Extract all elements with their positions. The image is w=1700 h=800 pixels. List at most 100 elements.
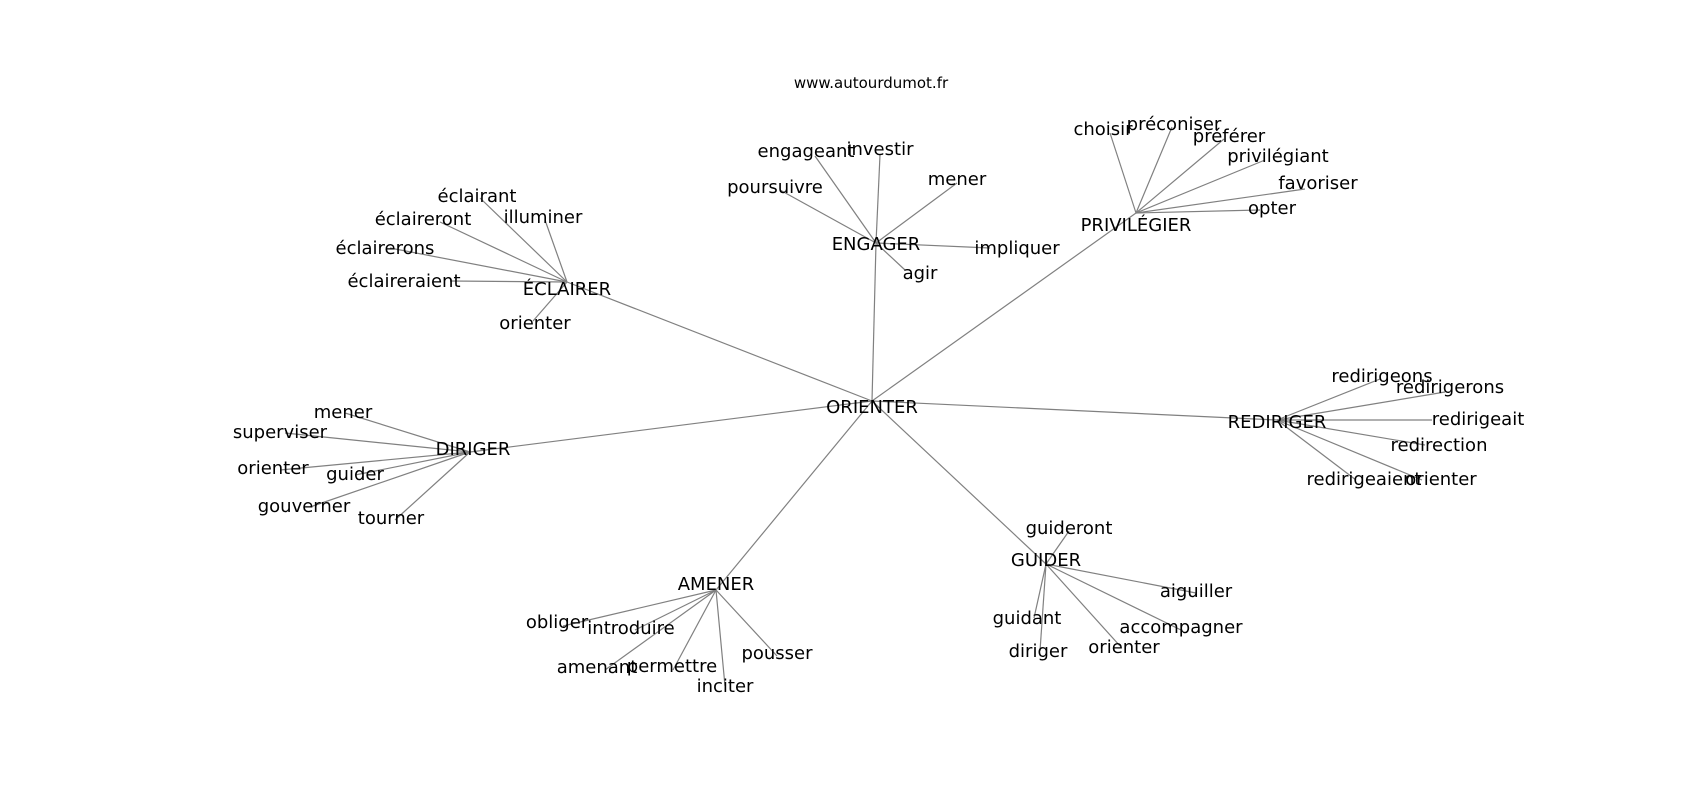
hub-leaf-edge (715, 589, 778, 657)
leaf-node-label: guideront (1026, 518, 1113, 539)
leaf-node-label: redirigeait (1432, 409, 1525, 430)
hub-leaf-edge (814, 155, 877, 244)
leaf-node-label: guider (326, 464, 384, 485)
leaf-node-label: aiguiller (1160, 581, 1233, 602)
leaf-node-label: orienter (1405, 469, 1477, 490)
hub-leaf-edge (344, 412, 471, 453)
center-hub-edge (469, 400, 873, 453)
hub-leaf-edge (715, 589, 726, 687)
hub-leaf-edge (544, 219, 568, 283)
hub-leaf-edge (1135, 138, 1225, 214)
leaf-node-label: orienter (237, 458, 309, 479)
leaf-node-label: introduire (587, 618, 674, 639)
hub-leaf-edge (875, 154, 881, 244)
hub-leaf-edge (875, 242, 906, 271)
leaf-node-label: investir (847, 139, 915, 160)
hub-leaf-edge (354, 451, 471, 476)
hub-leaf-edge (394, 451, 471, 521)
hub-leaf-edge (389, 247, 568, 283)
hub-leaf-edge (1135, 159, 1266, 214)
leaf-node-label: poursuivre (727, 177, 823, 198)
leaf-node-label: opter (1248, 198, 1297, 219)
leaf-node-label: choisir (1073, 119, 1133, 140)
hub-leaf-edge (875, 182, 958, 244)
watermark: www.autourdumot.fr (794, 74, 949, 92)
hub-leaf-edge (1276, 391, 1446, 421)
leaf-node-label: éclaireront (375, 209, 472, 230)
hub-node-label: AMENER (678, 574, 755, 595)
hub-leaf-edge (1135, 188, 1306, 214)
leaf-node-label: inciter (697, 676, 754, 697)
hub-leaf-edge (1039, 563, 1047, 652)
hub-leaf-edge (672, 589, 717, 671)
center-hub-edge (871, 212, 1137, 402)
hub-node-label: ÉCLAIRER (523, 278, 611, 300)
center-hub-edge (871, 400, 1047, 565)
hub-leaf-edge (1276, 419, 1426, 446)
hub-leaf-edge (604, 589, 717, 671)
leaf-node-label: permettre (627, 656, 717, 677)
leaf-node-label: amenant (557, 657, 638, 678)
hub-node-label: ENGAGER (832, 234, 921, 255)
leaf-node-label: guidant (993, 608, 1062, 629)
center-hub-edge (871, 400, 1278, 421)
center-hub-edge (871, 242, 877, 402)
hub-leaf-edge (1135, 209, 1261, 214)
hub-node-label: GUIDER (1011, 550, 1081, 571)
leaf-node-label: orienter (1088, 637, 1160, 658)
leaf-node-label: agir (903, 263, 938, 284)
leaf-node-label: accompagner (1119, 617, 1243, 638)
leaf-node-label: redirection (1391, 435, 1488, 456)
hub-leaf-edge (1033, 563, 1047, 619)
hub-leaf-edge (1045, 530, 1070, 565)
hub-leaf-edge (439, 221, 568, 283)
hub-leaf-edge (284, 432, 471, 453)
hub-leaf-edge (634, 589, 717, 631)
leaf-node-label: obliger (526, 612, 589, 633)
hub-leaf-edge (279, 451, 471, 471)
leaf-node-label: illuminer (504, 207, 583, 228)
leaf-node-label: superviser (233, 422, 328, 443)
hub-leaf-edge (779, 189, 877, 244)
leaf-node-label: gouverner (258, 496, 351, 517)
hub-leaf-edge (875, 242, 991, 249)
leaf-node-label: redirigeaient (1307, 469, 1422, 490)
leaf-node-label: mener (314, 402, 373, 423)
hub-leaf-edge (479, 197, 568, 283)
hub-leaf-edge (532, 281, 568, 322)
leaf-node-label: préconiser (1127, 114, 1222, 135)
leaf-node-label: mener (928, 169, 987, 190)
hub-node-label: REDIRIGER (1228, 412, 1327, 433)
hub-node-label: PRIVILÉGIER (1081, 214, 1192, 236)
leaf-node-label: préférer (1193, 126, 1266, 147)
hub-leaf-edge (562, 589, 717, 627)
hub-leaf-edge (449, 280, 568, 283)
leaf-node-label: éclaireraient (347, 271, 460, 292)
hub-leaf-edge (309, 451, 471, 508)
hub-leaf-edge (1276, 419, 1357, 481)
center-hub-edge (715, 400, 873, 591)
hub-leaf-edge (1276, 419, 1423, 481)
hub-leaf-edge (1045, 563, 1182, 631)
leaf-node-label: tourner (358, 508, 425, 529)
leaf-node-label: éclairant (438, 186, 517, 207)
leaf-node-label: privilégiant (1227, 146, 1328, 167)
hub-leaf-edge (1135, 126, 1173, 214)
leaf-node-label: éclairerons (336, 238, 435, 259)
leaf-node-label: orienter (499, 313, 571, 334)
hub-leaf-edge (1045, 563, 1197, 594)
hub-leaf-edge (1276, 378, 1381, 421)
hub-leaf-edge (1109, 132, 1137, 214)
leaf-node-label: impliquer (974, 238, 1060, 259)
center-hub-edge (566, 281, 873, 402)
graph-edges (279, 126, 1446, 687)
leaf-node-label: diriger (1009, 641, 1068, 662)
center-node-label: ORIENTER (826, 397, 918, 418)
leaf-node-label: redirigerons (1396, 377, 1504, 398)
hub-node-label: DIRIGER (436, 439, 511, 460)
leaf-node-label: redirigeons (1331, 366, 1432, 387)
leaf-node-label: favoriser (1278, 173, 1358, 194)
leaf-node-label: engageant (758, 141, 855, 162)
